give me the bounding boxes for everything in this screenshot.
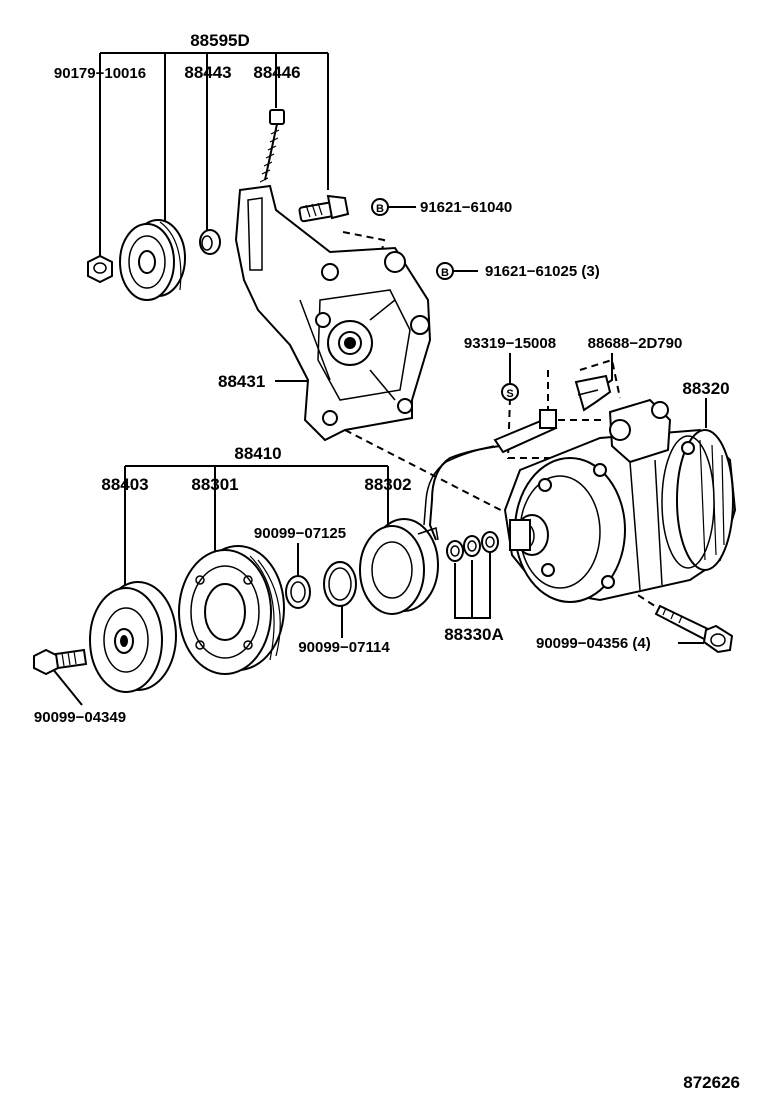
label-90099-04349: 90099−04349: [34, 709, 126, 726]
leader-lines: [51, 52, 707, 706]
shims-88330A: [446, 531, 499, 562]
stud-bolt: [298, 194, 350, 223]
label-88443: 88443: [184, 63, 231, 82]
marker-b-61040: B: [371, 198, 389, 216]
svg-text:S: S: [506, 388, 513, 400]
label-90099-07114: 90099−07114: [298, 639, 390, 656]
label-90099-07125: 90099−07125: [254, 525, 346, 542]
idler-pulley: [119, 219, 186, 301]
bracket-88431: [234, 184, 432, 442]
bolt-88446: [259, 109, 285, 183]
labels: 88595D 90179−10016 88443 88446 91621−610…: [34, 31, 740, 1092]
bolt-90099-04356: [654, 604, 734, 654]
label-93319-15008: 93319−15008: [464, 335, 556, 352]
label-90099-04356: 90099−04356 (4): [536, 635, 651, 652]
hub-88403: [89, 581, 177, 693]
clamp-88688-2D790: [574, 374, 612, 412]
svg-text:B: B: [376, 203, 384, 215]
label-88320: 88320: [682, 379, 729, 398]
pulley-88301: [178, 545, 285, 675]
bolt-90099-04349: [33, 648, 88, 676]
label-88410: 88410: [234, 444, 281, 463]
svg-text:B: B: [441, 267, 449, 279]
label-91621-61040: 91621−61040: [420, 199, 512, 216]
label-88688-2D790: 88688−2D790: [588, 335, 683, 352]
marker-b-61025: B: [436, 262, 454, 280]
label-91621-61025: 91621−61025 (3): [485, 263, 600, 280]
snap-ring-90099-07125: [285, 575, 311, 609]
snap-ring-90099-07114: [323, 561, 357, 607]
sensor-93319-15008: S: [423, 383, 558, 541]
label-88595D: 88595D: [190, 31, 250, 50]
diagram-number: 872626: [683, 1073, 740, 1092]
label-88330A: 88330A: [444, 625, 504, 644]
label-88301: 88301: [191, 475, 238, 494]
label-88403: 88403: [101, 475, 148, 494]
coil-88302: [359, 518, 439, 615]
spacer-88443: [199, 229, 221, 255]
label-88446: 88446: [253, 63, 300, 82]
nut-90179-10016: [87, 254, 113, 284]
label-90179-10016: 90179−10016: [54, 65, 146, 82]
compressor-88320: [503, 398, 737, 603]
label-88431: 88431: [218, 372, 265, 391]
label-88302: 88302: [364, 475, 411, 494]
